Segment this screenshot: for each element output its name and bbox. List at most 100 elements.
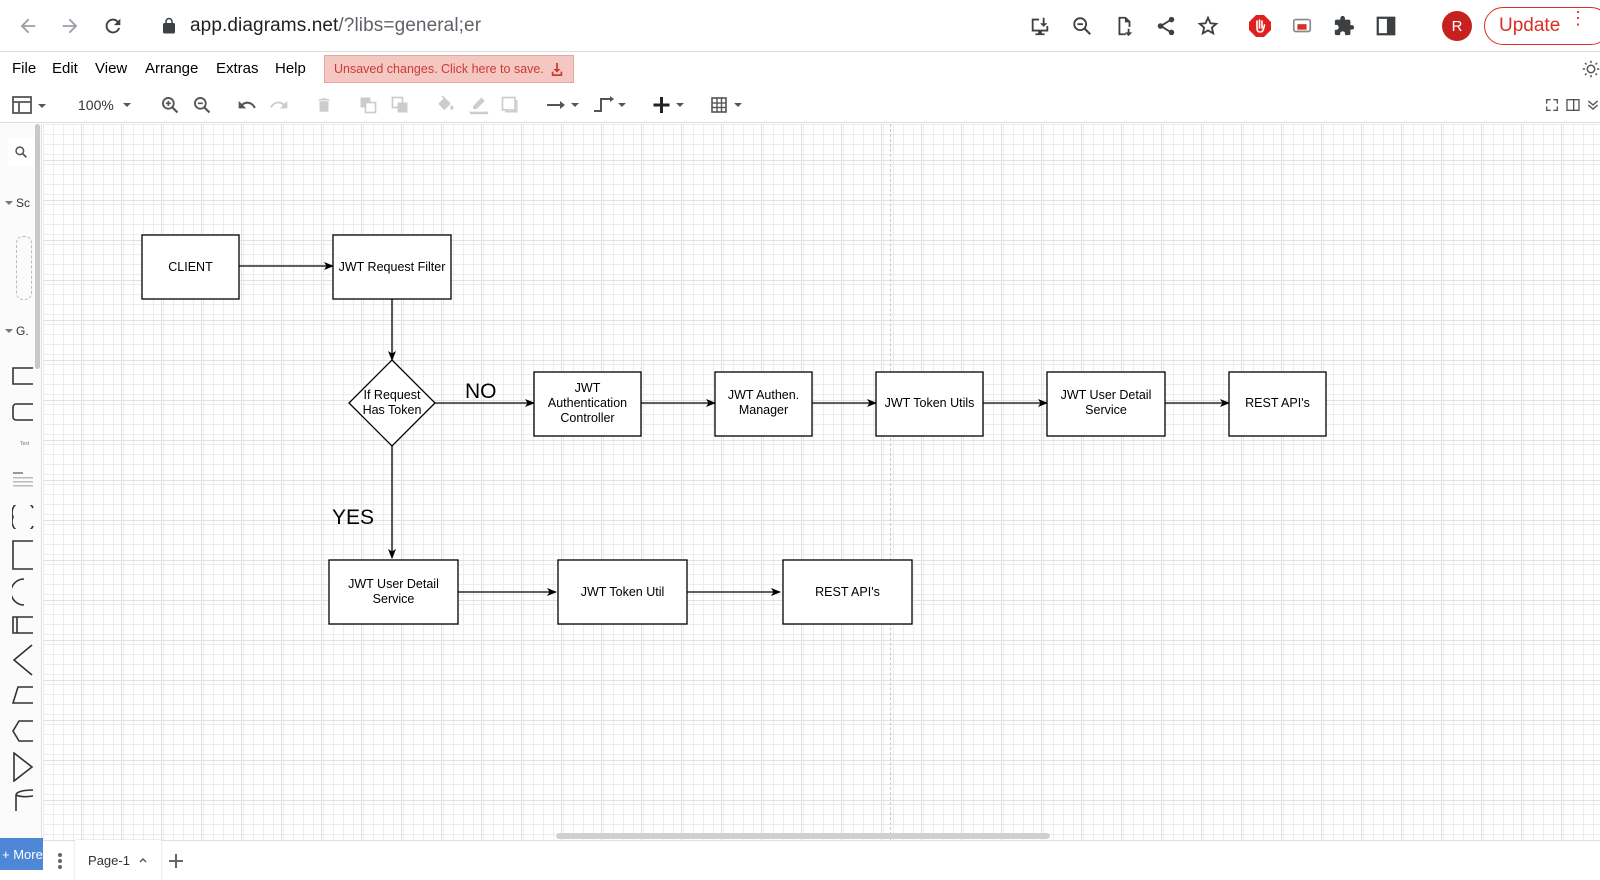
rounded-rectangle-shape[interactable] (12, 403, 34, 421)
unsaved-label: Unsaved changes. Click here to save. (334, 62, 544, 76)
reload-button[interactable] (97, 10, 129, 42)
parallelogram-shape[interactable] (12, 686, 34, 704)
table-grid-icon (711, 97, 742, 113)
menu-arrange[interactable]: Arrange (145, 60, 199, 77)
side-panel-button[interactable] (1372, 12, 1400, 40)
node-client-label: CLIENT (168, 260, 213, 274)
zoom-value: 100% (78, 97, 114, 113)
textbox-shape[interactable] (13, 472, 33, 488)
redo-button[interactable] (269, 95, 289, 115)
process-shape[interactable] (12, 616, 34, 634)
hexagon-shape[interactable] (12, 720, 34, 742)
node-decision[interactable]: If Request Has Token (348, 359, 436, 447)
ellipse-shape[interactable] (12, 505, 34, 529)
page-tabs-bar (0, 840, 1600, 880)
file-arrow-icon (1118, 16, 1133, 37)
scratchpad-drop-area[interactable] (16, 236, 32, 300)
menu-edit[interactable]: Edit (52, 60, 78, 77)
back-button[interactable] (12, 10, 44, 42)
zoom-page-button[interactable] (1068, 12, 1096, 40)
undo-button[interactable] (237, 95, 257, 115)
menu-view[interactable]: View (95, 60, 128, 77)
install-app-button[interactable] (1026, 12, 1054, 40)
menu-extras[interactable]: Extras (216, 60, 259, 77)
node-user-detail-top-label-2: Service (1085, 403, 1127, 417)
diamond-shape[interactable] (12, 644, 34, 676)
cast-screen-icon (1292, 18, 1312, 33)
extensions-button[interactable] (1330, 12, 1358, 40)
edge-label-yes[interactable]: YES (332, 506, 374, 529)
connection-style-dropdown[interactable] (545, 95, 581, 115)
diagram-canvas[interactable]: CLIENT JWT Request Filter If Request Has… (43, 124, 1600, 840)
line-color-button[interactable] (468, 95, 490, 115)
node-user-detail-bottom-label-1: JWT User Detail (348, 577, 439, 591)
node-user-detail-top-label-1: JWT User Detail (1061, 388, 1152, 402)
layout-panel-icon (12, 96, 46, 114)
page-tab-page-1[interactable]: Page-1 (75, 840, 161, 880)
pages-menu-button[interactable] (52, 851, 68, 871)
scratchpad-section-header[interactable]: Sc (4, 196, 30, 210)
square-shape[interactable] (12, 540, 34, 570)
insert-dropdown[interactable] (652, 95, 688, 115)
arrow-right-icon (62, 18, 78, 34)
node-token-util-bottom[interactable]: JWT Token Util (557, 559, 688, 625)
zoom-in-button[interactable] (160, 95, 180, 115)
node-token-utils[interactable]: JWT Token Utils (875, 371, 984, 437)
fullscreen-button[interactable] (1544, 95, 1560, 115)
format-panel-toggle[interactable] (12, 95, 46, 115)
circle-shape[interactable] (12, 577, 34, 607)
format-panel-button[interactable] (1565, 95, 1581, 115)
text-shape[interactable]: Text (20, 441, 30, 447)
send-back-icon (391, 96, 408, 113)
browser-toolbar: app.diagrams.net/?libs=general;er R Upda… (0, 0, 1600, 52)
unsaved-changes-button[interactable]: Unsaved changes. Click here to save. (324, 55, 574, 83)
open-file-button[interactable] (1110, 12, 1138, 40)
zoom-dropdown[interactable]: 100% (78, 95, 134, 115)
profile-avatar[interactable]: R (1442, 11, 1472, 41)
caret-down-icon (122, 103, 131, 107)
sidebar-scrollbar[interactable] (35, 124, 40, 369)
general-section-header[interactable]: G. (4, 324, 29, 338)
node-user-detail-top[interactable]: JWT User Detail Service (1046, 371, 1166, 437)
node-auth-controller[interactable]: JWT Authentication Controller (533, 371, 642, 437)
adblock-extension[interactable] (1246, 12, 1274, 40)
redo-icon (270, 100, 288, 109)
address-bar[interactable]: app.diagrams.net/?libs=general;er (146, 6, 1006, 46)
fill-color-button[interactable] (436, 95, 456, 115)
menu-help[interactable]: Help (275, 60, 306, 77)
node-client[interactable]: CLIENT (141, 234, 240, 300)
canvas-horizontal-scrollbar[interactable] (556, 833, 1050, 839)
node-user-detail-bottom[interactable]: JWT User Detail Service (328, 559, 459, 625)
cylinder-shape[interactable] (12, 788, 34, 812)
shape-search-button[interactable] (8, 138, 34, 166)
more-shapes-button[interactable]: + More (0, 838, 43, 870)
share-icon (1157, 16, 1175, 36)
bookmark-button[interactable] (1194, 12, 1222, 40)
menu-file[interactable]: File (12, 60, 37, 77)
canvas-grid (43, 124, 1600, 840)
cast-extension[interactable] (1288, 12, 1316, 40)
theme-toggle-button[interactable] (1582, 60, 1600, 83)
node-request-filter-label: JWT Request Filter (339, 260, 446, 274)
forward-button[interactable] (54, 10, 86, 42)
to-front-button[interactable] (358, 95, 378, 115)
waypoints-dropdown[interactable] (592, 95, 628, 115)
share-button[interactable] (1152, 12, 1180, 40)
node-rest-top[interactable]: REST API's (1228, 371, 1327, 437)
paint-bucket-icon (438, 95, 454, 110)
update-button[interactable]: Update ⋮ (1484, 7, 1600, 45)
collapse-toolbar-button[interactable] (1586, 95, 1600, 115)
triangle-shape[interactable] (12, 752, 34, 782)
zoom-out-button[interactable] (192, 95, 212, 115)
add-page-button[interactable] (166, 851, 186, 871)
edge-label-no[interactable]: NO (465, 380, 497, 403)
node-auth-manager[interactable]: JWT Authen. Manager (714, 371, 813, 437)
to-back-button[interactable] (390, 95, 410, 115)
node-rest-bottom[interactable]: REST API's (782, 559, 913, 625)
stop-hand-icon (1249, 15, 1271, 37)
rectangle-shape[interactable] (12, 367, 34, 385)
table-dropdown[interactable] (710, 95, 746, 115)
node-request-filter[interactable]: JWT Request Filter (332, 234, 452, 300)
shadow-button[interactable] (500, 95, 520, 115)
delete-button[interactable] (315, 95, 333, 115)
